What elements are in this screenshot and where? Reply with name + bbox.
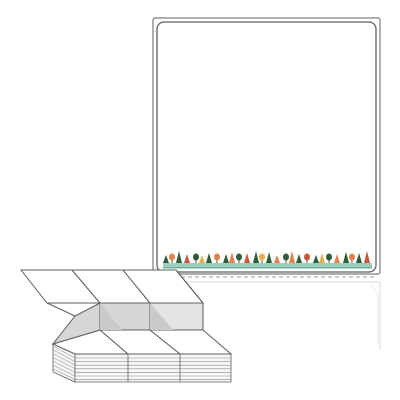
fanfold-stack: [19, 269, 233, 383]
tree-deciduous: [193, 253, 199, 261]
tree-conifer: [163, 255, 169, 263]
tree-conifer: [364, 251, 370, 263]
tree-conifer: [356, 253, 362, 263]
tree-conifer: [334, 254, 340, 263]
stack-side-line: [52, 364, 76, 377]
tree-deciduous: [236, 253, 242, 261]
stack-top-labels: [51, 329, 233, 355]
tree-deciduous: [326, 253, 332, 261]
fold-shade-2: [150, 303, 173, 330]
tree-conifer: [319, 253, 325, 263]
forest-ground-line: [163, 267, 372, 269]
tree-conifer: [289, 251, 295, 263]
stack-side-line: [52, 357, 76, 370]
tree-deciduous: [349, 253, 355, 261]
tree-deciduous: [283, 253, 289, 261]
sheet-reflection-curve: [369, 284, 379, 345]
forest-ground: [163, 263, 372, 268]
tree-conifer: [176, 251, 182, 263]
tree-conifer: [274, 255, 280, 263]
stack-edges: [52, 343, 232, 383]
tree-conifer: [296, 254, 302, 263]
tree-conifer: [229, 252, 235, 263]
flying-fold-left: [46, 302, 76, 317]
stack-side-line: [52, 360, 76, 373]
stack-lines: [52, 345, 231, 380]
stack-side-line: [52, 353, 76, 366]
fold-section: [51, 302, 204, 345]
tree-conifer: [244, 253, 250, 263]
fold-shade-1: [100, 303, 122, 330]
tree-conifer: [313, 255, 319, 263]
tree-conifer: [266, 252, 272, 263]
stack-side-line: [52, 349, 76, 362]
tree-deciduous: [214, 253, 220, 261]
label-backing-outline: [152, 17, 381, 275]
tree-conifer: [223, 254, 229, 263]
forest-footer: [163, 251, 372, 269]
flying-label-edge: [175, 269, 204, 304]
tree-deciduous: [169, 253, 175, 261]
label-sheet: [152, 17, 381, 350]
tree-deciduous: [259, 253, 265, 261]
tree-conifer: [199, 255, 205, 263]
stack-side-line: [52, 368, 76, 380]
label-face: [156, 21, 377, 273]
tree-conifer: [343, 252, 349, 263]
tree-conifer: [253, 251, 259, 263]
tree-conifer: [206, 253, 212, 263]
flying-labels: [19, 269, 205, 317]
tree-conifer: [184, 254, 190, 263]
sheet-reflection: [153, 281, 381, 350]
stack-side-line: [52, 345, 76, 359]
tree-deciduous: [304, 253, 310, 261]
